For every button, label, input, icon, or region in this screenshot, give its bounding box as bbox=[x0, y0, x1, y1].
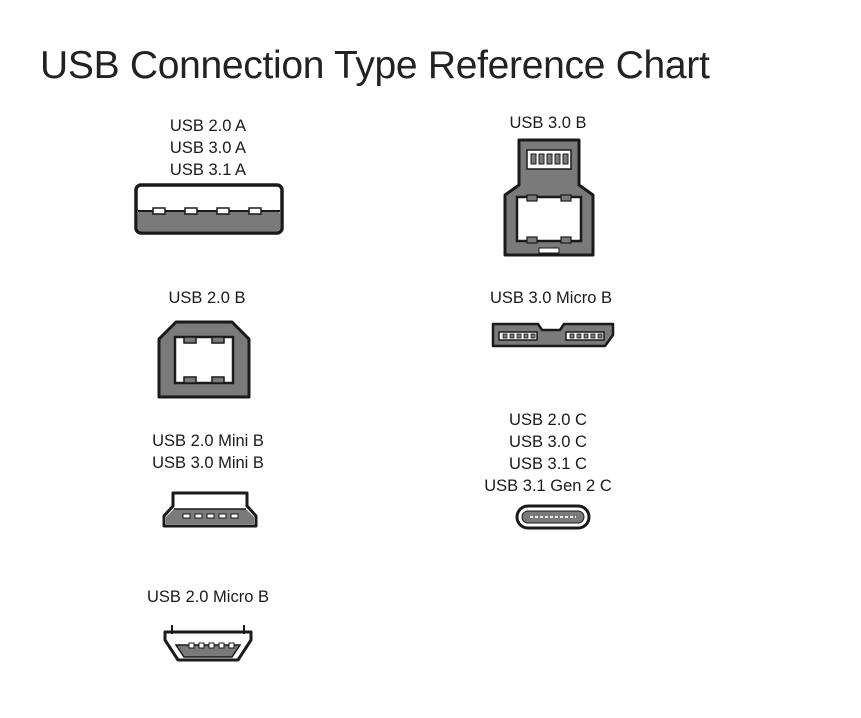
page-title: USB Connection Type Reference Chart bbox=[40, 44, 710, 87]
usb-c-label-line: USB 3.1 C bbox=[509, 455, 587, 473]
usb-mini-b-label-line: USB 3.0 Mini B bbox=[152, 454, 264, 472]
usb-c-label-line: USB 3.1 Gen 2 C bbox=[484, 477, 612, 495]
usb-c-label: USB 2.0 C USB 3.0 C USB 3.1 C USB 3.1 Ge… bbox=[484, 409, 611, 497]
usb-mini-b-connector-icon bbox=[161, 490, 259, 530]
usb-3-b-connector-icon bbox=[501, 137, 597, 259]
usb-2-b-label-line: USB 2.0 B bbox=[168, 289, 246, 307]
usb-3-micro-b-connector-icon bbox=[490, 321, 616, 349]
usb-3-b-label-line: USB 3.0 B bbox=[509, 114, 587, 132]
usb-c-label-line: USB 2.0 C bbox=[509, 411, 587, 429]
usb-3-micro-b-label: USB 3.0 Micro B bbox=[490, 287, 612, 309]
usb-2-micro-b-label-line: USB 2.0 Micro B bbox=[147, 588, 269, 606]
usb-a-label-line: USB 3.1 A bbox=[169, 161, 247, 179]
usb-mini-b-label-line: USB 2.0 Mini B bbox=[152, 432, 264, 450]
usb-2-b-label: USB 2.0 B bbox=[168, 287, 245, 309]
usb-2-micro-b-connector-icon bbox=[162, 622, 254, 664]
usb-mini-b-label: USB 2.0 Mini B USB 3.0 Mini B bbox=[152, 430, 264, 474]
usb-a-label-line: USB 2.0 A bbox=[169, 117, 247, 135]
usb-3-micro-b-label-line: USB 3.0 Micro B bbox=[490, 289, 612, 307]
usb-2-micro-b-label: USB 2.0 Micro B bbox=[147, 586, 269, 608]
usb-3-b-label: USB 3.0 B bbox=[509, 112, 586, 134]
usb-2-b-connector-icon bbox=[156, 319, 252, 401]
usb-a-label-line: USB 3.0 A bbox=[169, 139, 247, 157]
usb-c-connector-icon bbox=[514, 503, 592, 531]
usb-a-connector-icon bbox=[133, 182, 285, 236]
usb-c-label-line: USB 3.0 C bbox=[509, 433, 587, 451]
usb-a-label: USB 2.0 A USB 3.0 A USB 3.1 A bbox=[170, 115, 246, 181]
